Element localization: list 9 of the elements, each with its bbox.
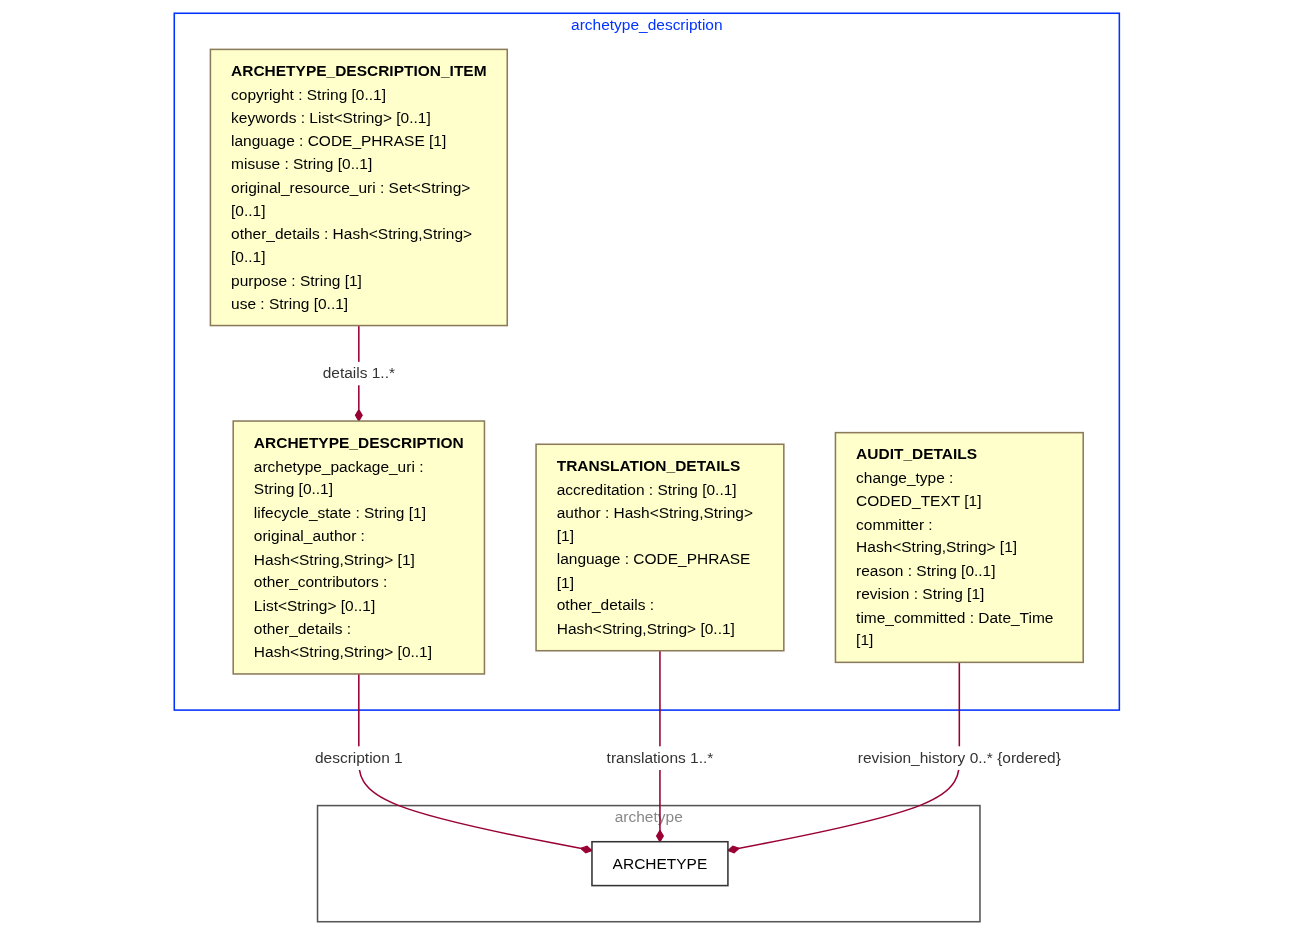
edge-label: revision_history 0..* {ordered} [857,748,1061,766]
node-box: ARCHETYPE_DESCRIPTION archetype_package_uri : String [0..1] lifecycle_state : String [1] original_author : Hash<String,String> [1] other_contributors : List<String> [0..1] other_details : Hash<String,String> [0..1] [232,420,485,675]
node-box: AUDIT_DETAILS change_type : CODED_TEXT [1] committer : Hash<String,String> [1] reason : String [0..1] revision : String [1] time_committed : Date_Time [1] [834,431,1084,664]
edge-label: description 1 [314,748,403,766]
edge-label: details 1..* [322,363,395,382]
node-box: ARCHETYPE_DESCRIPTION_ITEM copyright : String [0..1] keywords : List<String> [0..1] language : CODE_PHRASE [1] misuse : String [0..1] original_resource_uri : Set<String> [0..1] other_details : Hash<String,String> [0..1] purpose : String [1] use : String [0..1] [209,48,508,327]
edge-label: translations 1..* [606,748,713,766]
node-box: TRANSLATION_DETAILS accreditation : String [0..1] author : Hash<String,String> [1] language : CODE_PHRASE [1] other_details : Hash<String,String> [0..1] [534,443,785,652]
node-box: ARCHETYPE [590,840,729,887]
